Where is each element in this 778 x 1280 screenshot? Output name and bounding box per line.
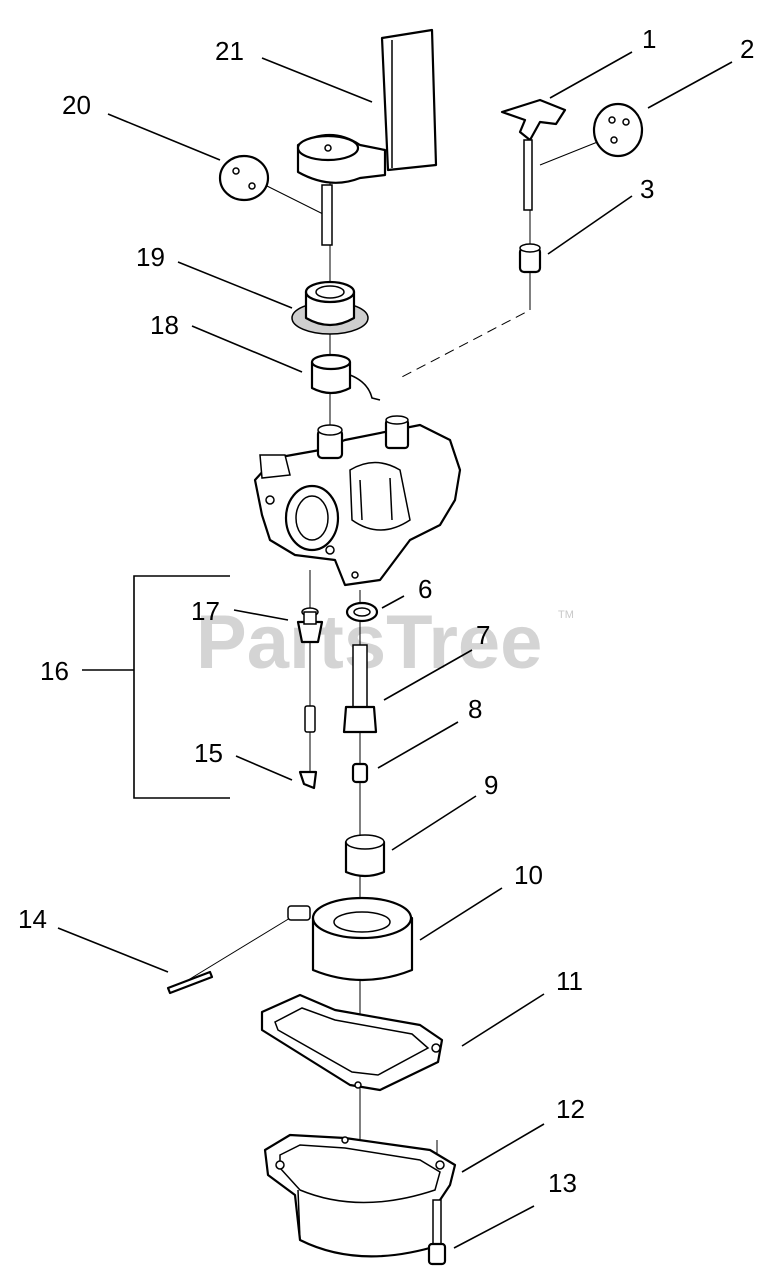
leader-13	[453, 1205, 535, 1249]
part-15-pilot-parts	[298, 705, 318, 790]
callout-10: 10	[514, 860, 543, 890]
callout-16: 16	[40, 656, 69, 686]
part-19-throttle-gear	[291, 280, 369, 335]
part-20-throttle-plate	[218, 154, 270, 202]
callout-15: 15	[194, 738, 223, 768]
leader-19	[177, 261, 293, 309]
leader-10	[419, 887, 503, 941]
callout-2: 2	[740, 34, 754, 64]
part-1-choke-lever	[500, 98, 567, 211]
callout-7: 7	[476, 620, 490, 650]
part-3-bushing	[518, 243, 542, 274]
part-9-float	[344, 834, 386, 878]
watermark-trademark: TM	[558, 609, 574, 621]
choke-link-dashed	[399, 300, 531, 379]
leader-3	[547, 195, 633, 255]
leader-11	[461, 993, 545, 1047]
callout-21: 21	[215, 36, 244, 66]
part-10-float-chamber	[287, 896, 414, 982]
leader-18	[191, 325, 303, 373]
carburetor-body	[253, 415, 462, 587]
callout-1: 1	[642, 24, 656, 54]
leader-14	[57, 927, 169, 973]
callout-11: 11	[556, 966, 583, 996]
leader-1	[549, 51, 633, 99]
part-7-main-nozzle	[342, 644, 378, 734]
part-8-main-jet	[351, 762, 369, 784]
leader-21	[261, 57, 373, 103]
callout-14: 14	[18, 904, 47, 934]
part-13-screw	[427, 1199, 447, 1266]
callout-6: 6	[418, 574, 432, 604]
part-17-pilot-jet	[296, 607, 324, 644]
part-18-spring	[310, 353, 381, 401]
leader-2	[647, 61, 733, 109]
leader-15	[235, 755, 293, 781]
callout-3: 3	[640, 174, 654, 204]
leader-7	[383, 649, 473, 701]
callout-8: 8	[468, 694, 482, 724]
callout-13: 13	[548, 1168, 577, 1198]
bracket-16	[133, 575, 230, 799]
leader-17	[233, 609, 289, 621]
leader-6	[381, 595, 405, 609]
leader-12	[461, 1123, 545, 1173]
callout-9: 9	[484, 770, 498, 800]
callout-17: 17	[191, 596, 220, 626]
callout-18: 18	[150, 310, 179, 340]
part-2-choke-plate	[592, 102, 644, 158]
callout-20: 20	[62, 90, 91, 120]
leader-9	[391, 795, 477, 851]
part-21-throttle-tube	[296, 28, 438, 246]
callout-19: 19	[136, 242, 165, 272]
leader-8	[377, 721, 459, 769]
leader-20	[107, 113, 221, 161]
part-14-float-pin	[166, 970, 214, 995]
part-11-gasket	[260, 993, 444, 1092]
callout-12: 12	[556, 1094, 585, 1124]
part-12-float-bowl	[263, 1133, 457, 1258]
part-6-o-ring	[345, 601, 379, 623]
axis-pin-14	[179, 914, 296, 986]
